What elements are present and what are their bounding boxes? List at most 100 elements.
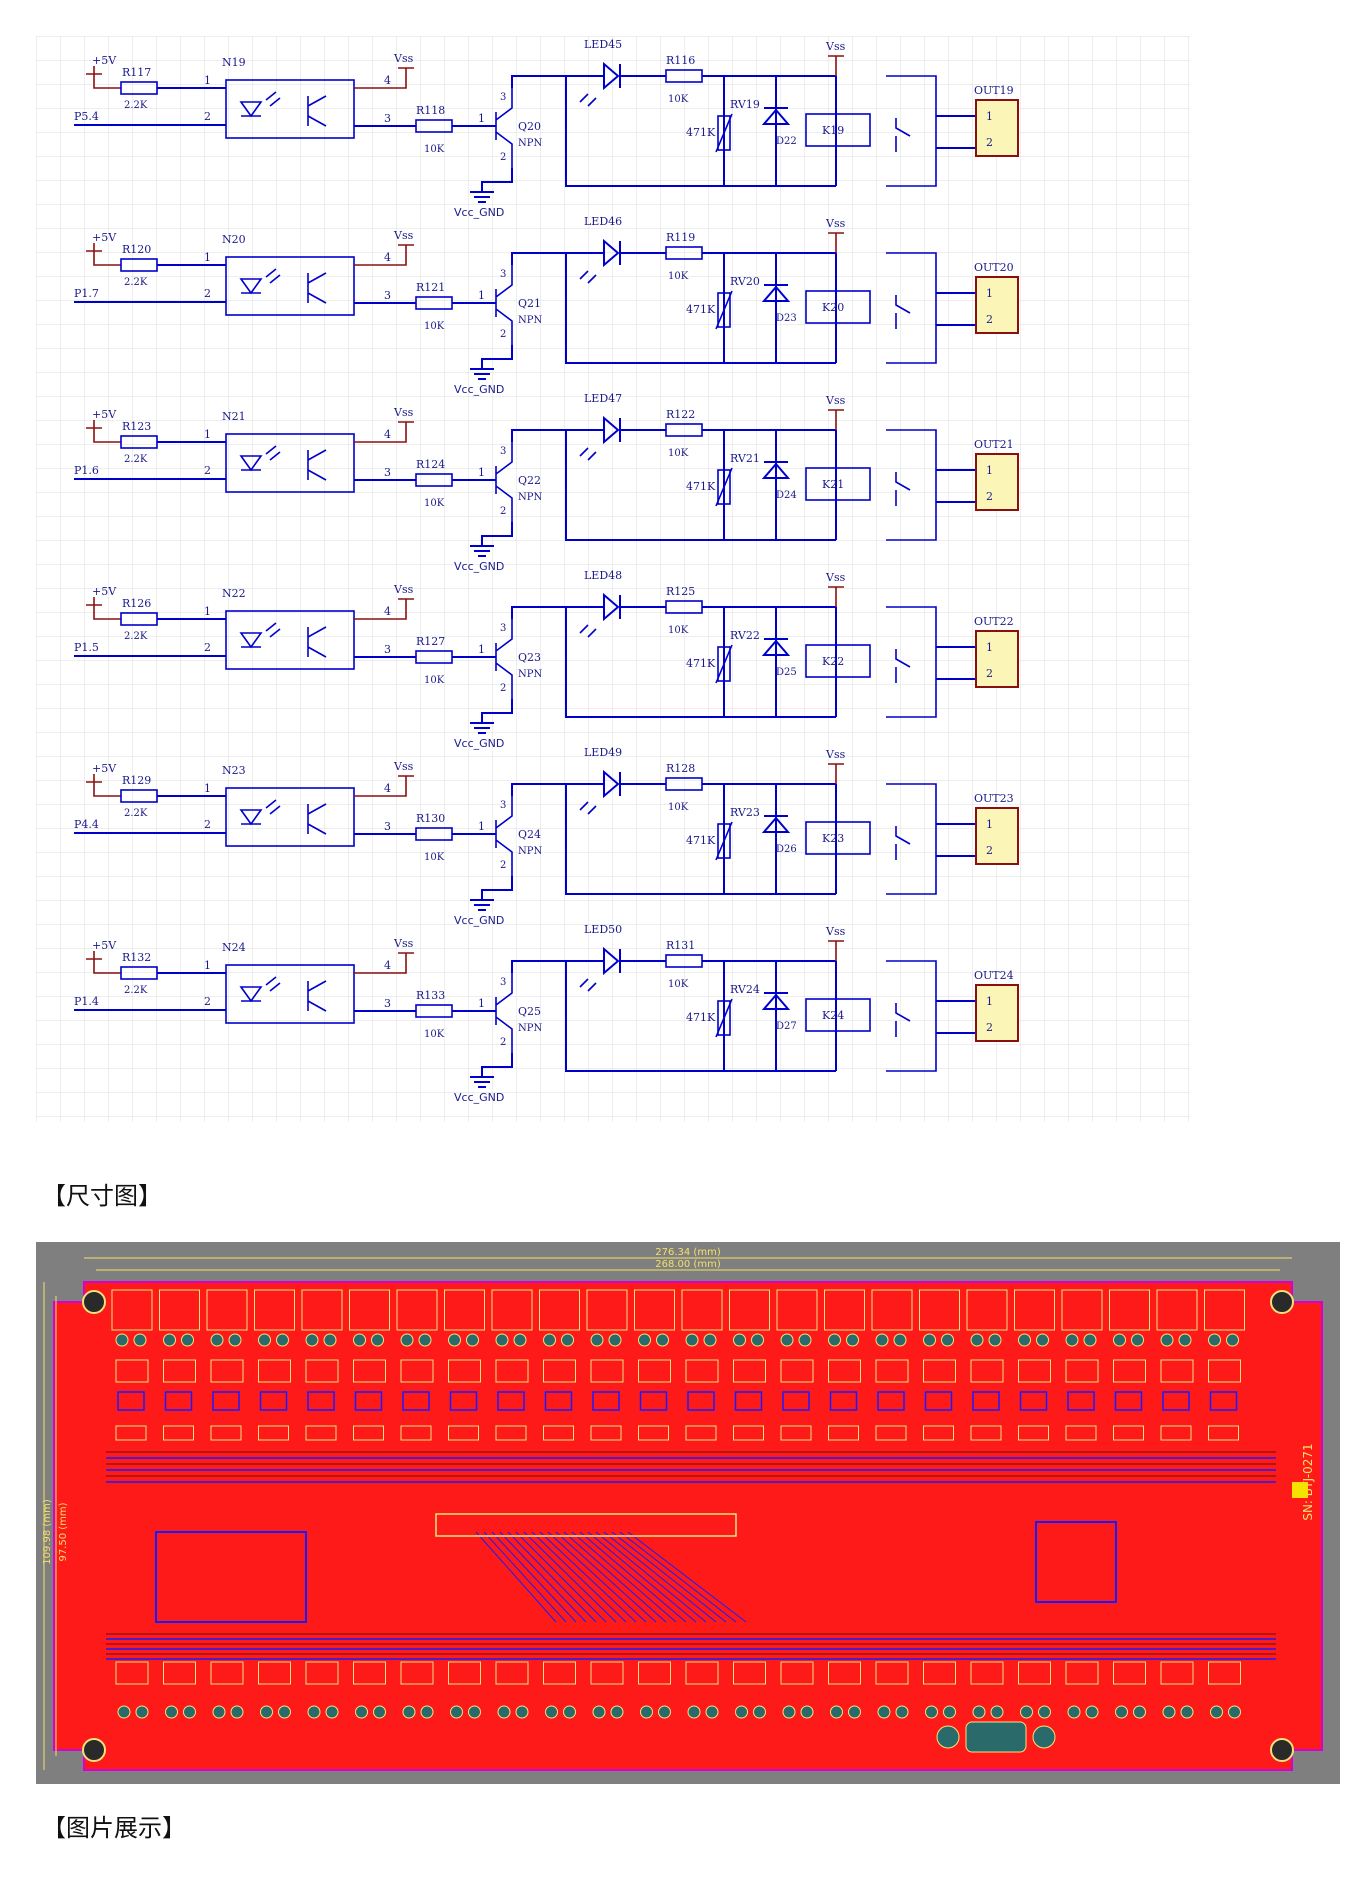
opto-pin1: 1 xyxy=(204,251,211,264)
relay-coil xyxy=(805,644,871,678)
flyback-diode-ref: D24 xyxy=(776,490,797,501)
opto-led-icon xyxy=(239,278,263,295)
opto-pin4: 4 xyxy=(384,428,391,441)
plus5v-label: +5V xyxy=(92,939,117,952)
opto-pin2: 2 xyxy=(204,287,211,300)
indicator-led-ref: LED47 xyxy=(584,392,622,405)
pcb-mount-hole-tr xyxy=(1270,1290,1294,1314)
transistor-type: NPN xyxy=(518,846,542,857)
opto-pin4: 4 xyxy=(384,74,391,87)
indicator-led-ref: LED45 xyxy=(584,38,622,51)
opto-light-arrows-icon xyxy=(265,976,281,992)
pcb-width-outer: 276.34 (mm) xyxy=(655,1247,721,1258)
relay-coil xyxy=(805,290,871,324)
pcb-power-section xyxy=(155,1531,307,1623)
transistor-ref: Q21 xyxy=(518,297,541,310)
varistor-value: 471K xyxy=(686,1011,716,1024)
port-label: P5.4 xyxy=(74,110,99,123)
input-resistor-ref: R129 xyxy=(122,774,151,787)
varistor-ref: RV22 xyxy=(730,629,760,642)
pcb-fanout-trace xyxy=(603,1531,717,1623)
vss-symbol-relay xyxy=(828,763,844,784)
transistor-pin3: 3 xyxy=(500,623,506,634)
connector-pin1: 1 xyxy=(986,110,993,123)
plus5v-symbol xyxy=(86,243,121,266)
transistor-pin1: 1 xyxy=(478,289,485,302)
ground-icon xyxy=(470,1053,513,1088)
output-connector xyxy=(975,276,1019,334)
vss-symbol-relay xyxy=(828,409,844,430)
flyback-diode-ref: D23 xyxy=(776,313,797,324)
pcb-fanout-trace xyxy=(619,1531,737,1623)
ground-label: Vcc_GND xyxy=(454,914,504,927)
vss-symbol-relay xyxy=(828,232,844,253)
pcb-mount-hole-br xyxy=(1270,1738,1294,1762)
pcb-relay-cell xyxy=(966,1289,1008,1719)
opto-led-icon xyxy=(239,632,263,649)
vss-symbol-opto xyxy=(354,775,414,797)
relay-coil xyxy=(805,467,871,501)
led-resistor-ref: R116 xyxy=(666,54,695,67)
led-light-arrows-icon xyxy=(579,978,597,992)
photos-heading: 【图片展示】 xyxy=(42,1814,186,1842)
transistor-pin1: 1 xyxy=(478,820,485,833)
relay-ref: K24 xyxy=(822,1009,844,1022)
port-label: P4.4 xyxy=(74,818,99,831)
optocoupler-ref: N22 xyxy=(222,587,246,600)
varistor xyxy=(717,823,731,859)
vss-label-opto: Vss xyxy=(393,760,414,773)
vss-symbol-opto xyxy=(354,67,414,89)
opto-phototransistor-icon xyxy=(307,626,327,658)
transistor-type: NPN xyxy=(518,492,542,503)
plus5v-label: +5V xyxy=(92,585,117,598)
transistor-ref: Q22 xyxy=(518,474,541,487)
input-resistor-ref: R120 xyxy=(122,243,151,256)
pcb-fanout-trace xyxy=(627,1531,747,1623)
relay-ref: K21 xyxy=(822,478,844,491)
relay-coil xyxy=(805,113,871,147)
indicator-led-ref: LED49 xyxy=(584,746,622,759)
vss-label-relay: Vss xyxy=(825,40,846,53)
pcb-fanout-trace xyxy=(491,1531,577,1623)
transistor-type: NPN xyxy=(518,669,542,680)
pcb-fanout-trace xyxy=(499,1531,587,1623)
pcb-relay-cell xyxy=(776,1289,818,1719)
relay-contact-icon xyxy=(886,252,937,364)
connector-pin1: 1 xyxy=(986,464,993,477)
output-connector xyxy=(975,99,1019,157)
optocoupler-ref: N21 xyxy=(222,410,246,423)
wire-output xyxy=(936,292,976,326)
output-connector xyxy=(975,453,1019,511)
vss-symbol-opto xyxy=(354,598,414,620)
led-resistor-ref: R119 xyxy=(666,231,695,244)
input-resistor-value: 2.2K xyxy=(124,454,148,465)
vss-symbol-relay xyxy=(828,55,844,76)
opto-led-icon xyxy=(239,101,263,118)
plus5v-symbol xyxy=(86,951,121,974)
led-resistor-value: 10K xyxy=(668,94,689,105)
flyback-diode-icon xyxy=(761,76,791,186)
input-resistor-ref: R123 xyxy=(122,420,151,433)
base-resistor-ref: R133 xyxy=(416,989,445,1002)
pcb-board xyxy=(53,1281,1323,1771)
connector-pin2: 2 xyxy=(986,1021,993,1034)
pcb-relay-cell xyxy=(159,1289,200,1719)
pcb-dimension-drawing: 276.34 (mm) 268.00 (mm) 109.98 (mm) 97.5… xyxy=(36,1242,1340,1784)
ground-icon xyxy=(470,699,513,734)
opto-pin2: 2 xyxy=(204,995,211,1008)
varistor xyxy=(717,1000,731,1036)
transistor-pin1: 1 xyxy=(478,997,485,1010)
led-resistor-ref: R128 xyxy=(666,762,695,775)
pcb-relay-cell xyxy=(111,1289,153,1719)
varistor-value: 471K xyxy=(686,657,716,670)
output-connector-ref: OUT24 xyxy=(974,969,1014,982)
pcb-relay-cell xyxy=(206,1289,248,1719)
output-connector xyxy=(975,630,1019,688)
port-label: P1.4 xyxy=(74,995,99,1008)
indicator-led-ref: LED50 xyxy=(584,923,622,936)
relay-contact-icon xyxy=(886,606,937,718)
indicator-led-icon xyxy=(566,238,666,268)
